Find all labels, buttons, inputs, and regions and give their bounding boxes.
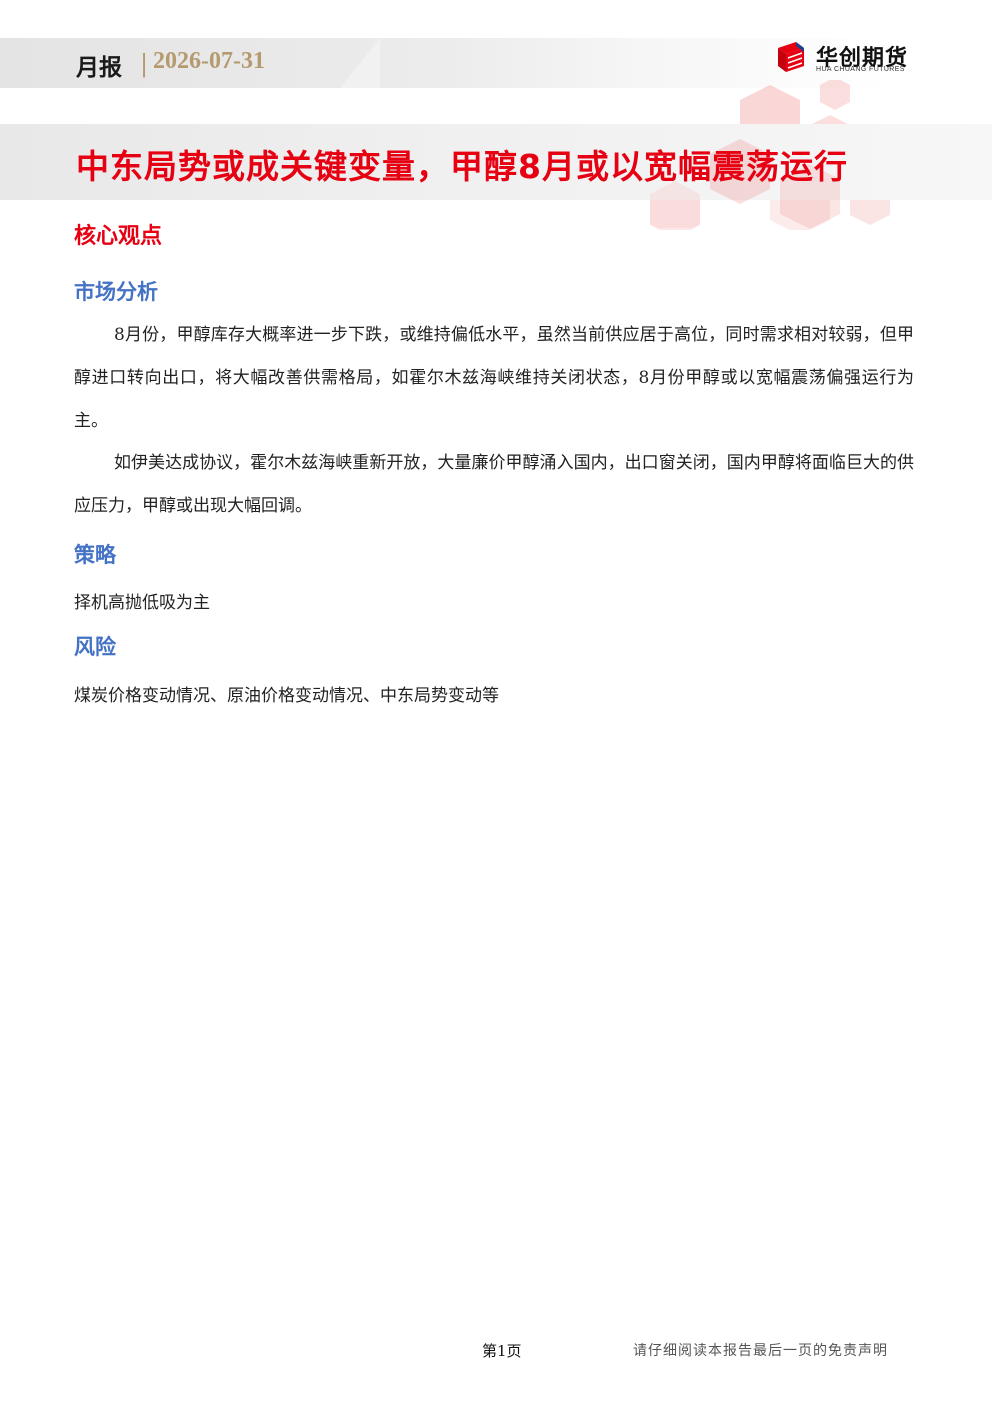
logo-subtitle: HUA CHUANG FUTURES	[816, 66, 905, 73]
header-band	[0, 38, 992, 88]
page-number: 第1页	[482, 1342, 522, 1360]
report-title: 中东局势或成关键变量，甲醇8月或以宽幅震荡运行	[76, 147, 848, 186]
header-band-cut	[340, 38, 380, 88]
report-type: 月报	[76, 55, 122, 81]
logo-name: 华创期货	[816, 46, 909, 71]
logo-mark-icon	[778, 42, 804, 72]
risk-text: 煤炭价格变动情况、原油价格变动情况、中东局势变动等	[74, 686, 499, 706]
strategy-text: 择机高抛低吸为主	[74, 593, 210, 613]
title-band	[0, 124, 992, 200]
strategy-heading: 策略	[74, 543, 116, 567]
market-analysis-heading: 市场分析	[74, 280, 158, 304]
decorative-cubes-overlay	[650, 139, 840, 228]
disclaimer-note: 请仔细阅读本报告最后一页的免责声明	[633, 1343, 888, 1359]
core-views-heading: 核心观点	[74, 224, 163, 249]
company-logo: 华创期货 HUA CHUANG FUTURES	[774, 40, 914, 76]
header-separator: |	[140, 50, 149, 78]
report-date: 2026-07-31	[153, 48, 265, 74]
market-analysis-paragraph-2: 如伊美达成协议，霍尔木兹海峡重新开放，大量廉价甲醇涌入国内，出口窗关闭，国内甲醇…	[74, 453, 914, 516]
risk-heading: 风险	[74, 635, 116, 659]
market-analysis-paragraph-1: 8月份，甲醇库存大概率进一步下跌，或维持偏低水平，虽然当前供应居于高位，同时需求…	[74, 325, 914, 431]
